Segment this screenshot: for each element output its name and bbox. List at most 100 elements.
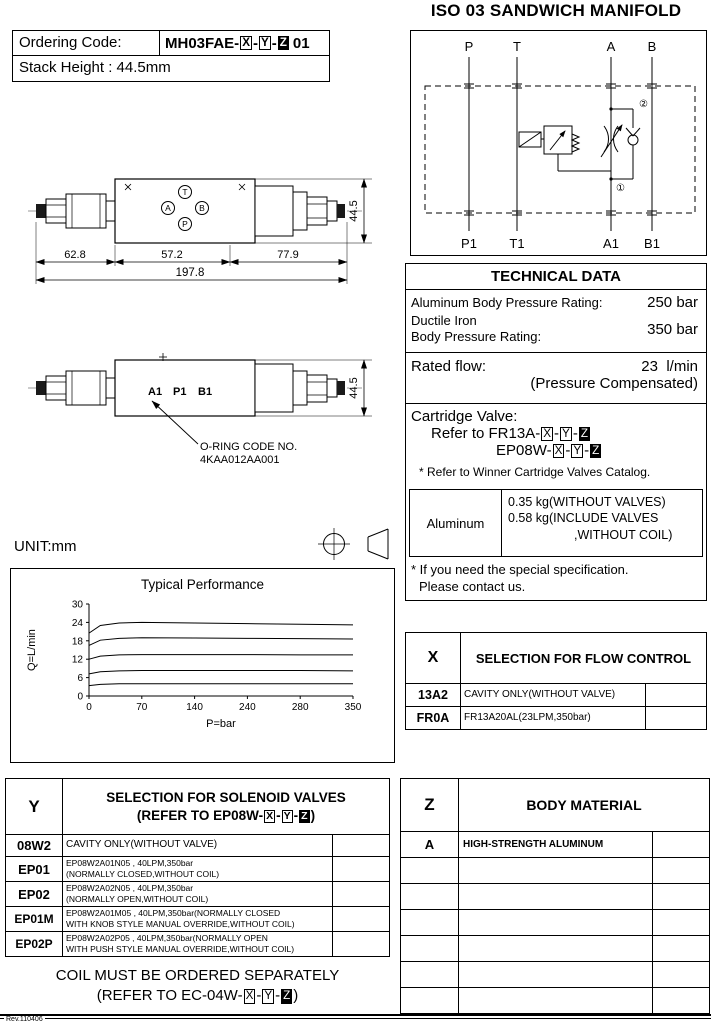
footer-rule: [0, 1014, 711, 1019]
manifold-envelope: [424, 85, 696, 214]
y-table-row: 08W2 CAVITY ONLY(WITHOUT VALVE): [6, 834, 389, 856]
cartridge-ref2-prefix: EP08W-: [496, 442, 552, 459]
y-table-row-desc: EP08W2A02N05 , 40LPM,350bar: [66, 883, 194, 893]
x-table-header-code: X: [406, 633, 461, 683]
coil-note-line2: (REFER TO EC-04W-X-Y-Z): [5, 986, 390, 1006]
code-y-box: Y: [262, 989, 275, 1004]
cartridge-ref1-prefix: Refer to FR13A-: [431, 425, 541, 442]
rated-flow-value: 23: [641, 358, 658, 375]
schematic-marker-1: ①: [616, 183, 625, 194]
code-y-box: Y: [281, 809, 293, 823]
code-y-box: Y: [571, 444, 584, 459]
y-table-row-code: EP02: [6, 882, 63, 906]
special-note-line1: * If you need the special specification.: [411, 562, 629, 577]
unit-label: UNIT:mm: [14, 538, 77, 555]
svg-text:12: 12: [72, 655, 84, 666]
projection-symbols: [318, 528, 389, 560]
technical-data-box: TECHNICAL DATA Aluminum Body Pressure Ra…: [405, 263, 707, 601]
code-z-box: Z: [299, 809, 310, 823]
ordering-code-label: Ordering Code:: [19, 34, 122, 51]
technical-data-title: TECHNICAL DATA: [406, 264, 706, 290]
chart-curve: [88, 621, 354, 634]
y-table-row-desc2: WITH PUSH STYLE MANUAL OVERRIDE,WITHOUT …: [66, 944, 295, 955]
x-table-row: FR0A FR13A20AL(23LPM,350bar): [406, 706, 706, 729]
svg-text:140: 140: [186, 702, 203, 713]
schematic-port-a: A: [607, 39, 616, 54]
y-table-row: EP02P EP08W2A02P05 , 40LPM,350bar(NORMAL…: [6, 931, 389, 956]
x-table-header-title: SELECTION FOR FLOW CONTROL: [475, 650, 692, 666]
y-table-row: EP01M EP08W2A01M05 , 40LPM,350bar(NORMAL…: [6, 906, 389, 931]
ordering-code-value: MH03FAE- X - Y - Z 01: [159, 31, 329, 55]
code-z-box: Z: [590, 444, 602, 459]
weight-line-1: 0.35 kg(WITHOUT VALVES): [508, 495, 666, 509]
y-table-row-desc2: (NORMALLY OPEN,WITHOUT COIL): [66, 894, 209, 905]
ordering-code-prefix: MH03FAE-: [165, 34, 240, 52]
footer-revision: Rev.110406: [4, 1016, 45, 1023]
dim-height-label: 44.5: [348, 200, 360, 221]
weight-material-cell: Aluminum: [410, 490, 502, 556]
weight-line-2: 0.58 kg(INCLUDE VALVES: [508, 511, 659, 526]
code-separator: -: [554, 425, 560, 442]
chart-title: Typical Performance: [140, 577, 265, 592]
z-table-empty-row: [401, 857, 709, 883]
y-table-header-code: Y: [6, 779, 63, 834]
x-table-row-code: 13A2: [406, 684, 461, 706]
dim-77-9: 77.9: [277, 249, 298, 261]
y-table-row-desc2: (NORMALLY CLOSED,WITHOUT COIL): [66, 869, 220, 880]
weight-line-3: ,WITHOUT COIL): [574, 527, 673, 542]
code-z-box: Z: [281, 989, 293, 1004]
svg-text:240: 240: [239, 702, 256, 713]
drawing2-a1-label: A1: [148, 386, 162, 398]
schematic-port-p: P: [465, 39, 474, 54]
flow-control-check-valve-symbol: [600, 107, 641, 181]
oring-note-line1: O-RING CODE NO.: [200, 441, 297, 453]
manifold-drawing-side: A1 P1 B1 44.5 O-RING CODE NO. 4KAA012AA0…: [28, 353, 372, 466]
y-table-row: EP01 EP08W2A01N05 , 40LPM,350bar (NORMAL…: [6, 856, 389, 881]
dim-57-2: 57.2: [161, 249, 182, 261]
z-table-row-desc: HIGH-STRENGTH ALUMINUM: [459, 832, 653, 857]
code-separator: -: [565, 442, 571, 459]
code-x-box: X: [541, 427, 554, 442]
code-separator: -: [275, 987, 281, 1005]
svg-text:24: 24: [72, 618, 84, 629]
y-table-row-code: EP01M: [6, 907, 63, 931]
y-header-ref-prefix: (REFER TO EP08W-: [136, 807, 264, 823]
code-separator: -: [572, 425, 578, 442]
svg-text:6: 6: [77, 673, 83, 684]
chart-ylabel: Q=L/min: [26, 629, 38, 671]
schematic-port-b: B: [648, 39, 657, 54]
y-table-header-title2: (REFER TO EP08W-X-Y-Z): [137, 807, 315, 825]
projection-cone-icon: [367, 528, 389, 560]
weight-table: Aluminum 0.35 kg(WITHOUT VALVES) 0.58 kg…: [409, 489, 703, 557]
code-x-box: X: [240, 35, 252, 51]
code-separator: -: [276, 807, 281, 823]
code-y-box: Y: [560, 427, 572, 442]
cartridge-note: * Refer to Winner Cartridge Valves Catal…: [419, 465, 651, 479]
code-z-box: Z: [277, 35, 289, 51]
z-body-material-table: Z BODY MATERIAL A HIGH-STRENGTH ALUMINUM: [400, 778, 710, 1014]
y-table-row-desc: EP08W2A01N05 , 40LPM,350bar: [66, 858, 194, 868]
z-table-row: A HIGH-STRENGTH ALUMINUM: [401, 831, 709, 857]
chart-xlabel: P=bar: [206, 718, 236, 730]
rated-flow-unit: l/min: [666, 358, 698, 375]
z-table-empty-row: [401, 987, 709, 1013]
x-table-row-desc: CAVITY ONLY(WITHOUT VALVE): [461, 684, 646, 706]
chart-curve: [88, 637, 354, 646]
y-table-row-code: 08W2: [6, 835, 63, 856]
svg-text:70: 70: [136, 702, 148, 713]
drawing2-p1-label: P1: [173, 386, 186, 398]
svg-text:280: 280: [292, 702, 309, 713]
z-table-empty-row: [401, 961, 709, 987]
svg-text:30: 30: [72, 600, 84, 611]
schematic-marker-2: ②: [639, 99, 648, 110]
aluminum-rating-value: 250 bar: [647, 294, 698, 311]
z-table-empty-row: [401, 935, 709, 961]
schematic-port-p1: P1: [461, 236, 477, 251]
svg-text:0: 0: [86, 702, 92, 713]
chart-curve: [88, 654, 353, 660]
z-table-empty-row: [401, 883, 709, 909]
code-separator: -: [271, 34, 277, 52]
z-table-row-code: A: [401, 832, 459, 857]
